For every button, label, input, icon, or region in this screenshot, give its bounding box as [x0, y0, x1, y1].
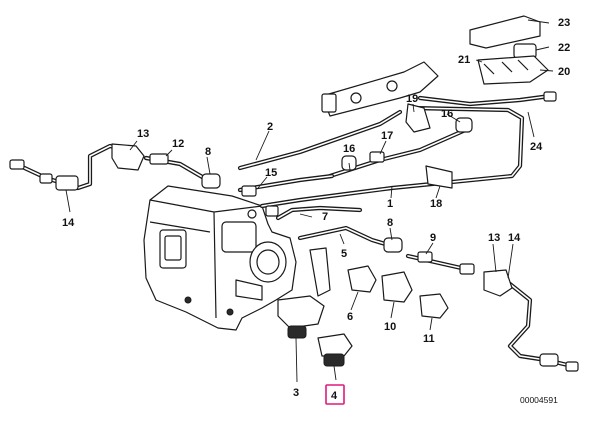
label-21: 21 [458, 54, 470, 66]
label-19: 19 [406, 93, 418, 105]
label-16-upper: 16 [441, 108, 453, 120]
holders-top-right [469, 15, 549, 85]
label-9: 9 [430, 232, 436, 244]
document-number: 00004591 [520, 395, 558, 405]
label-17: 17 [381, 130, 393, 142]
abs-hydraulic-unit [143, 185, 297, 331]
label-13-left: 13 [137, 128, 149, 140]
label-8-upper: 8 [205, 146, 211, 158]
label-18: 18 [430, 198, 442, 210]
label-1: 1 [387, 198, 393, 210]
highlight-box-label-4 [325, 384, 345, 405]
label-7: 7 [322, 211, 328, 223]
label-15: 15 [265, 167, 277, 179]
label-20: 20 [558, 66, 570, 78]
label-10: 10 [384, 321, 396, 333]
lower-parts [277, 247, 449, 367]
label-24: 24 [530, 141, 543, 153]
master-cylinder [321, 61, 439, 117]
label-23: 23 [558, 17, 570, 29]
leader-lines [65, 19, 554, 383]
label-12: 12 [172, 138, 184, 150]
callout-labels: 13 12 8 2 15 16 17 19 16 24 1 18 23 22 2… [62, 17, 570, 402]
label-8-lower: 8 [387, 217, 393, 229]
label-13-right: 13 [488, 232, 500, 244]
fittings [9, 91, 579, 372]
label-14-left: 14 [62, 217, 75, 229]
label-4: 4 [331, 390, 338, 402]
label-16-lower: 16 [343, 143, 355, 155]
label-14-right: 14 [508, 232, 521, 244]
label-22: 22 [558, 42, 570, 54]
label-11: 11 [423, 333, 435, 345]
label-5: 5 [341, 248, 347, 260]
label-2: 2 [267, 121, 273, 133]
label-3: 3 [293, 387, 299, 399]
label-6: 6 [347, 311, 353, 323]
